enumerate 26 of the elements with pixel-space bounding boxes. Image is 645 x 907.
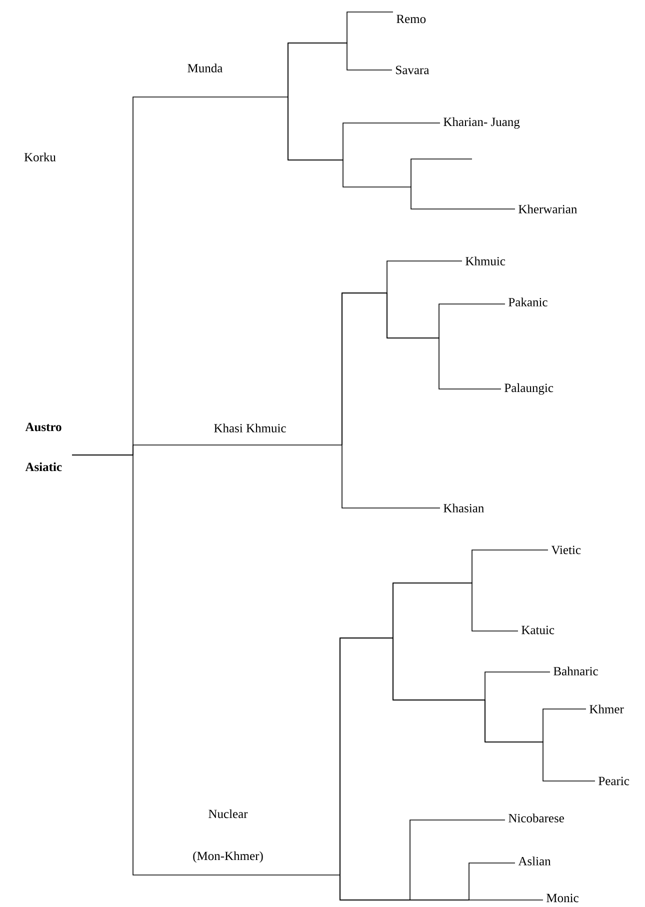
leaf-label: Kharian- Juang — [444, 117, 520, 129]
leaf-label: Nicobarese — [508, 814, 564, 822]
leaf-label: Pearic — [598, 776, 630, 786]
leaf-label: Khmer — [590, 704, 624, 714]
leaf-label: Monic — [546, 894, 578, 902]
leaf-label: Katuic — [522, 626, 554, 634]
leaf-label: Palaungic — [504, 383, 554, 395]
tree-branch — [288, 96, 516, 210]
branch-label: Korku — [24, 152, 56, 162]
leaf-label: Remo — [396, 14, 426, 24]
leaf-label: Vietic — [551, 546, 581, 554]
leaf-label: Aslian — [518, 856, 551, 866]
branch-label: Munda — [188, 64, 223, 72]
branch-label: Khasi Khmuic — [214, 424, 286, 432]
leaf-label: Khasian — [444, 504, 484, 512]
tree-branch — [288, 42, 392, 98]
branch-label: Nuclear (Mon-Khmer) — [193, 809, 263, 863]
leaf-label: Pakanic — [508, 298, 548, 306]
leaf-label: Savara — [396, 66, 430, 74]
tree-branch — [342, 444, 440, 508]
tree-branch — [72, 454, 340, 876]
leaf-label: Kherwarian — [518, 204, 577, 214]
root-label: Austro Asiatic — [25, 422, 62, 472]
tree-branch — [340, 874, 544, 900]
leaf-label: Bahnaric — [554, 666, 598, 676]
leaf-label: Khmuic — [466, 256, 506, 266]
